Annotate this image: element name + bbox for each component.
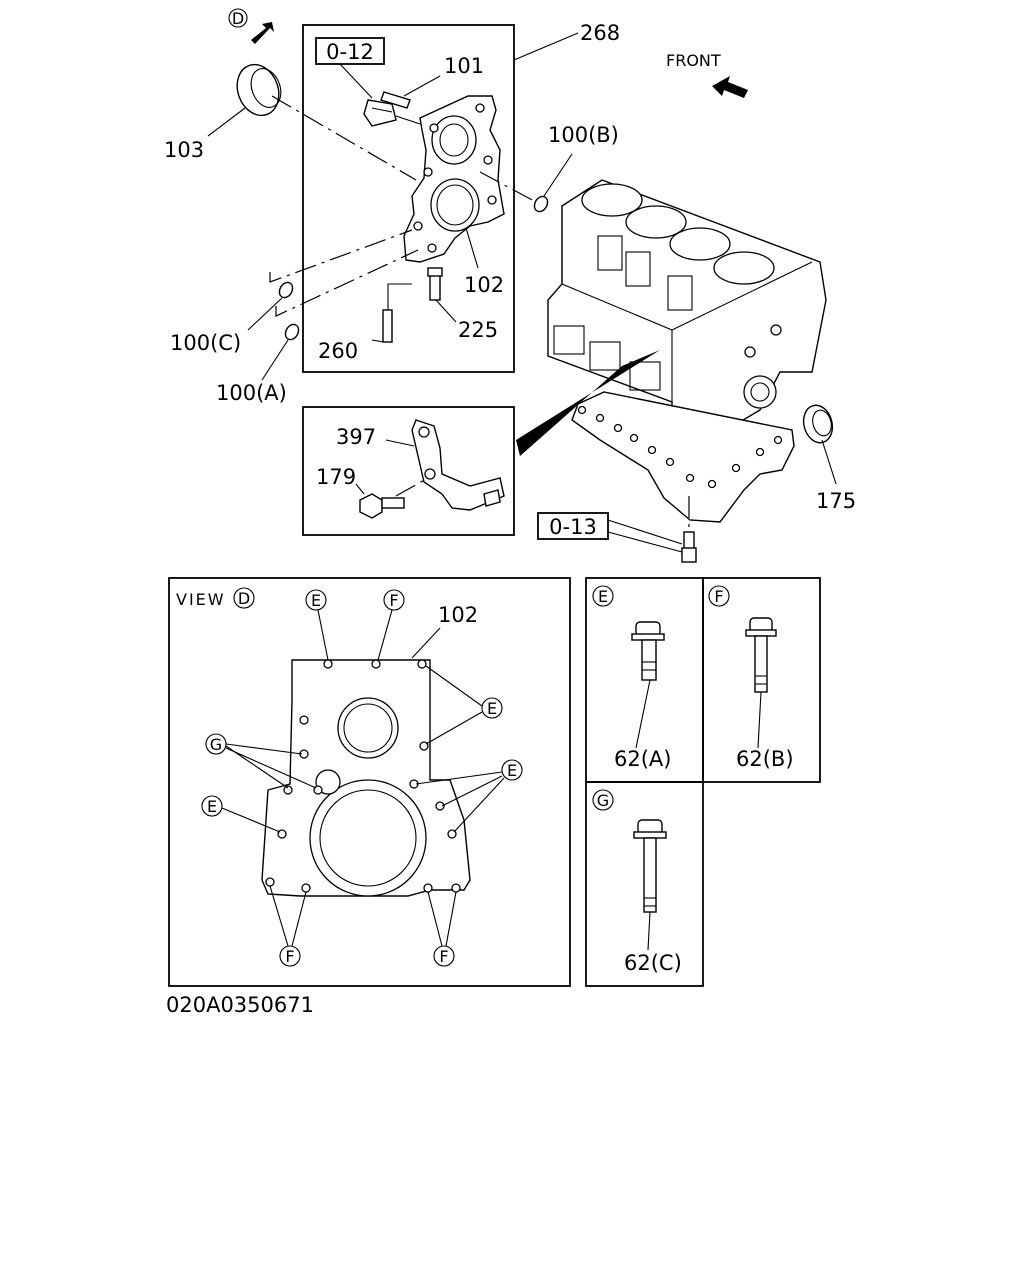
callout-100c: 100(C)	[170, 331, 241, 355]
view-direction-arrow-icon	[251, 22, 274, 44]
centerline-seal	[271, 95, 417, 181]
bolt-62a-icon	[631, 621, 665, 681]
bolt-type-g-box: G 62(C)	[585, 781, 704, 987]
bolt-type-g-marker: G	[597, 791, 609, 810]
callout-100a: 100(A)	[216, 381, 287, 405]
callout-225: 225	[458, 318, 498, 342]
bolt-type-e-part: 62(A)	[614, 747, 671, 771]
hole-marker-f-bottom-left: F	[269, 885, 307, 967]
front-indicator: FRONT	[666, 51, 748, 98]
callout-175: 175	[816, 489, 856, 513]
drain-plug	[681, 496, 697, 563]
bolt-type-e-marker: E	[598, 587, 608, 606]
oil-seal-103: 103	[164, 63, 282, 162]
svg-text:F: F	[389, 591, 398, 610]
svg-text:E: E	[207, 797, 217, 816]
hole-marker-e-right-lower: E	[415, 759, 523, 833]
hole-marker-f-bottom-right: F	[427, 891, 457, 967]
callout-102: 102	[464, 273, 504, 297]
view-callout-102: 102	[438, 603, 478, 627]
bolt-type-e-box: E 62(A)	[585, 577, 704, 783]
bolt-179: 179	[316, 465, 429, 519]
stud-260: 260	[318, 283, 412, 363]
front-cover-gasket-view	[261, 659, 471, 897]
hole-marker-e-top: E	[305, 589, 329, 661]
svg-text:F: F	[439, 947, 448, 966]
svg-text:E: E	[507, 761, 517, 780]
hole-marker-g: G	[205, 733, 317, 789]
view-d-title-text: VIEW	[176, 590, 226, 609]
front-arrow-icon	[712, 76, 748, 98]
bolt-type-g-part: 62(C)	[624, 951, 682, 975]
view-d-marker: D	[228, 8, 274, 44]
o-ring-100a: 100(A)	[216, 323, 300, 405]
stud-101: 101	[380, 54, 484, 109]
front-cover-102: 102	[403, 95, 505, 297]
leader-268	[513, 32, 579, 61]
group-ref-0-13: 0-13	[537, 512, 683, 553]
bracket-box	[302, 406, 515, 536]
hole-marker-f-top: F	[377, 589, 405, 661]
fitting	[363, 99, 421, 127]
hole-marker-e-left: E	[201, 795, 281, 833]
front-cover-assembly-box	[302, 24, 515, 373]
svg-text:E: E	[311, 591, 321, 610]
o-ring-100b: 100(B)	[533, 123, 619, 213]
callout-397: 397	[336, 425, 376, 449]
bolt-type-f-box: F 62(B)	[702, 577, 821, 783]
callout-103: 103	[164, 138, 204, 162]
callout-100b: 100(B)	[548, 123, 619, 147]
bolt-type-f-part: 62(B)	[736, 747, 794, 771]
view-d-title-marker: D	[238, 589, 250, 608]
drawing-number: 020A0350671	[166, 993, 314, 1017]
bolt-type-f-marker: F	[714, 587, 723, 606]
callout-260: 260	[318, 339, 358, 363]
oil-seal-175: 175	[802, 404, 856, 513]
svg-text:F: F	[285, 947, 294, 966]
bracket-397: 397	[336, 419, 505, 511]
view-d-title: VIEW D	[176, 587, 255, 609]
front-label: FRONT	[666, 51, 721, 70]
svg-text:G: G	[210, 735, 222, 754]
callout-101: 101	[444, 54, 484, 78]
callout-179: 179	[316, 465, 356, 489]
svg-text:E: E	[487, 699, 497, 718]
bolt-62b-icon	[745, 617, 777, 693]
group-ref-0-12: 0-12	[315, 37, 385, 99]
o-ring-100c: 100(C)	[170, 281, 294, 355]
bolt-225: 225	[427, 267, 498, 342]
group-ref-0-12-label: 0-12	[326, 40, 374, 64]
view-d-box	[168, 577, 571, 987]
view-d-marker-letter: D	[232, 9, 244, 28]
bracket-location-pointer	[516, 350, 660, 456]
oil-pan	[571, 391, 795, 523]
callout-268: 268	[580, 21, 620, 45]
bolt-62c-icon	[633, 819, 667, 913]
hole-marker-e-right-upper: E	[425, 665, 503, 745]
group-ref-0-13-label: 0-13	[549, 515, 597, 539]
